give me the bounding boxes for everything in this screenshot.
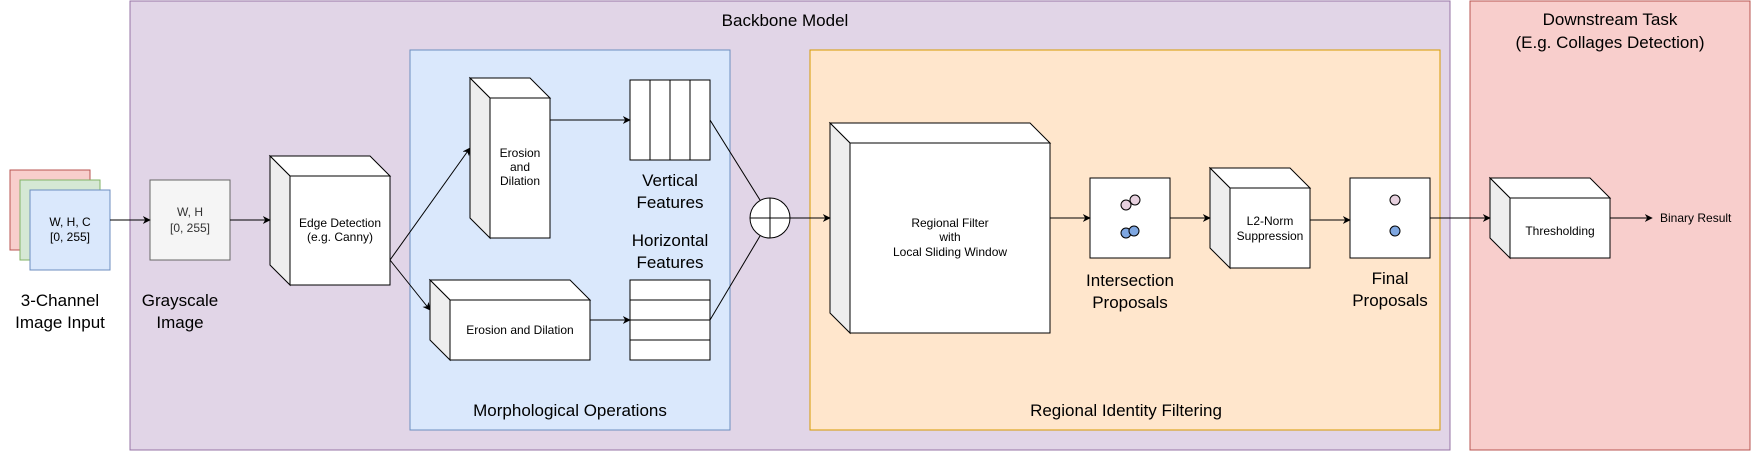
- erosion-horizontal-label: Erosion and Dilation: [466, 323, 573, 337]
- grayscale-range: [0, 255]: [170, 221, 210, 235]
- final-proposals-box: [1349, 177, 1431, 259]
- grayscale-dims: W, H: [177, 205, 203, 219]
- grayscale-label-line1: Grayscale: [142, 291, 219, 310]
- backbone-title: Backbone Model: [722, 11, 849, 30]
- edge-detection-line1: Edge Detection: [299, 216, 381, 230]
- input-dims: W, H, C: [49, 215, 91, 229]
- line-horizontal-features-to-combine: [709, 235, 761, 321]
- erosion-vertical-line3: Dilation: [500, 174, 540, 188]
- final-dot-pink: [1389, 194, 1401, 206]
- intersection-dot-pink-1: [1120, 199, 1132, 211]
- vertical-features-line2: Features: [636, 193, 703, 212]
- input-image-stack: [9, 169, 111, 271]
- l2norm-cube: [1208, 166, 1312, 270]
- erosion-vertical-line1: Erosion: [500, 146, 541, 160]
- line-vertical-features-to-combine: [709, 119, 761, 201]
- intersection-dot-blue-2: [1128, 225, 1140, 237]
- l2norm-line2: Suppression: [1237, 229, 1304, 243]
- grayscale-box: [149, 179, 231, 261]
- erosion-dilation-vertical-cube: [468, 76, 552, 240]
- erosion-dilation-horizontal-cube: [428, 278, 592, 362]
- connector-arrows: [110, 116, 1653, 324]
- horizontal-features-block: [629, 279, 711, 361]
- downstream-title-line2: (E.g. Collages Detection): [1516, 33, 1705, 52]
- intersection-label-line1: Intersection: [1086, 271, 1174, 290]
- regional-filter-line3: Local Sliding Window: [893, 245, 1007, 259]
- regional-filter-line2: with: [938, 230, 960, 244]
- grayscale-label-line2: Image: [156, 313, 203, 332]
- final-dot-blue: [1389, 225, 1401, 237]
- regional-filter-line1: Regional Filter: [911, 216, 988, 230]
- arrow-edge-to-horizontal-erosion: [389, 259, 431, 311]
- vertical-features-line1: Vertical: [642, 171, 698, 190]
- vertical-features-block: [629, 79, 711, 161]
- combine-plus-icon: [749, 197, 791, 239]
- regional-filter-cube: [828, 121, 1052, 335]
- intersection-proposals-box: [1089, 177, 1171, 259]
- thresholding-cube: [1488, 176, 1612, 260]
- binary-result-label: Binary Result: [1660, 211, 1732, 225]
- intersection-dot-pink-2: [1129, 194, 1141, 206]
- input-range: [0, 255]: [50, 230, 90, 244]
- morphological-title: Morphological Operations: [473, 401, 667, 420]
- final-label-line2: Proposals: [1352, 291, 1428, 310]
- thresholding-label: Thresholding: [1525, 224, 1594, 238]
- final-label-line1: Final: [1372, 269, 1409, 288]
- horizontal-features-line1: Horizontal: [632, 231, 709, 250]
- erosion-vertical-line2: and: [510, 160, 530, 174]
- downstream-title-line1: Downstream Task: [1543, 10, 1678, 29]
- regional-identity-title: Regional Identity Filtering: [1030, 401, 1222, 420]
- input-label-line2: Image Input: [15, 313, 105, 332]
- intersection-label-line2: Proposals: [1092, 293, 1168, 312]
- edge-detection-cube: [268, 154, 392, 287]
- l2norm-line1: L2-Norm: [1247, 214, 1294, 228]
- horizontal-features-line2: Features: [636, 253, 703, 272]
- arrow-edge-to-vertical-erosion: [389, 147, 471, 261]
- edge-detection-line2: (e.g. Canny): [307, 230, 373, 244]
- input-label-line1: 3-Channel: [21, 291, 99, 310]
